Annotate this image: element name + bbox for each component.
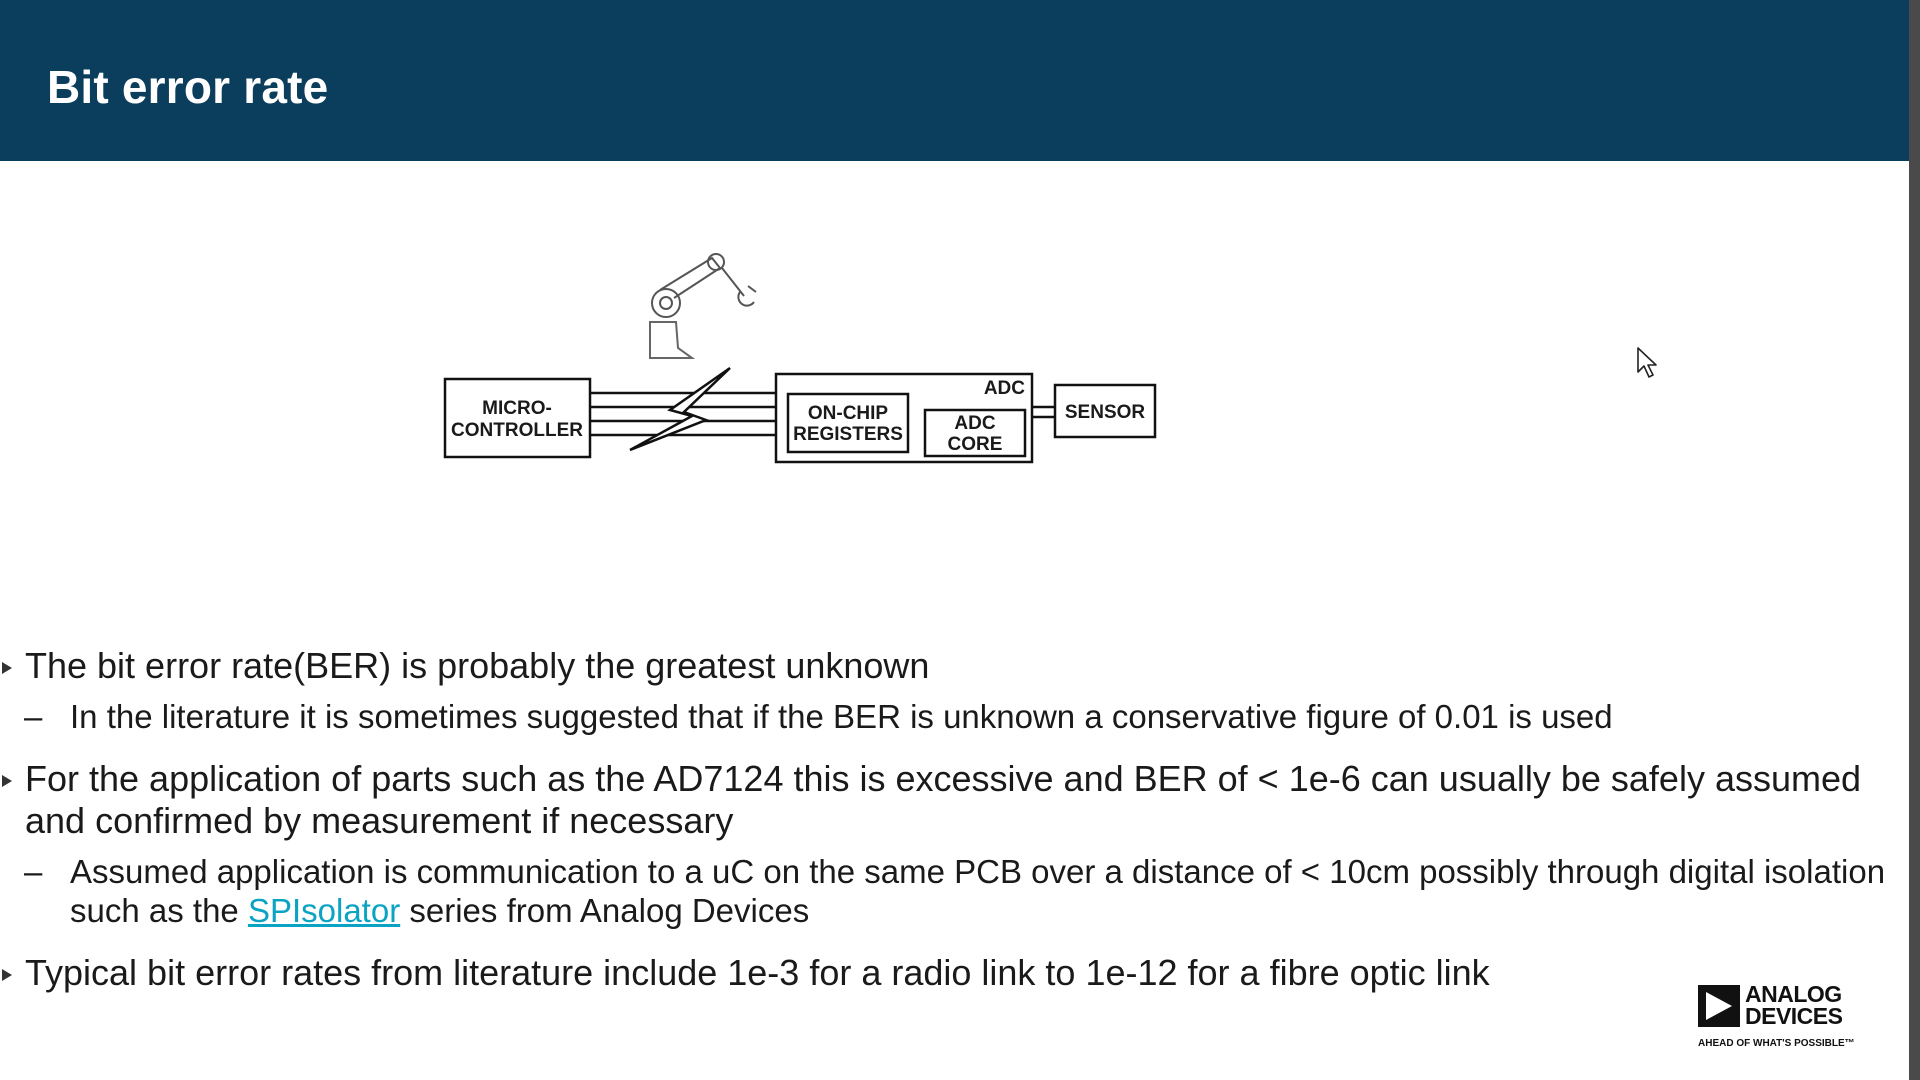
bullet-arrow-icon [2, 969, 12, 981]
mouse-pointer-icon [1637, 347, 1657, 378]
bullet-arrow-icon [2, 775, 12, 787]
bullet-3: Typical bit error rates from literature … [0, 952, 1900, 994]
logo-tagline: AHEAD OF WHAT'S POSSIBLE™ [1698, 1038, 1855, 1049]
logo-name-line-1: ANALOG [1745, 981, 1842, 1007]
bullet-2: For the application of parts such as the… [0, 758, 1900, 842]
bullet-2-text: For the application of parts such as the… [25, 758, 1862, 841]
bullet-3-text: Typical bit error rates from literature … [25, 952, 1490, 993]
microcontroller-label-1: MICRO- [482, 398, 552, 419]
bullet-1: The bit error rate(BER) is probably the … [0, 645, 1900, 687]
sensor-link [1032, 405, 1055, 419]
spisolator-link[interactable]: SPIsolator [247, 892, 401, 929]
dash-marker: – [24, 698, 43, 735]
adc-label: ADC [984, 378, 1025, 399]
bullet-arrow-icon [2, 662, 12, 674]
on-chip-label-1: ON-CHIP [808, 403, 889, 424]
bullet-1-sub-text: In the literature it is sometimes sugges… [70, 698, 1613, 735]
on-chip-registers-box [786, 392, 910, 454]
lightning-bolt-icon [629, 366, 731, 452]
system-diagram: MICRO- CONTROLLER ADC ON-CHIP REGISTERS … [443, 253, 1157, 464]
logo-name: ANALOG DEVICES [1745, 981, 1843, 1029]
analog-devices-logo: ANALOG DEVICES AHEAD OF WHAT'S POSSIBLE™ [1698, 983, 1858, 1049]
bullet-2-sub-text-before: Assumed application is communication to … [70, 853, 1886, 929]
sensor-box [1053, 383, 1157, 439]
spi-bus [590, 391, 778, 437]
adc-core-box [923, 408, 1027, 458]
bullet-list: The bit error rate(BER) is probably the … [0, 645, 1900, 994]
bullet-2-sub: – Assumed application is communication t… [0, 852, 1900, 930]
logo-name-line-2: DEVICES [1745, 1003, 1843, 1029]
robot-arm-icon [649, 253, 757, 359]
on-chip-label-2: REGISTERS [793, 424, 903, 445]
analog-devices-logo-icon [1698, 985, 1740, 1027]
adc-core-label-1: ADC [954, 413, 995, 434]
bullet-2-sub-text-after: series from Analog Devices [400, 892, 810, 929]
adc-core-label-2: CORE [948, 434, 1003, 455]
sensor-label: SENSOR [1065, 402, 1146, 423]
title-bar: Bit error rate [0, 0, 1909, 161]
window-edge [1909, 0, 1920, 1080]
dash-marker: – [24, 853, 43, 890]
bullet-1-text: The bit error rate(BER) is probably the … [25, 645, 930, 686]
slide-title: Bit error rate [47, 61, 329, 113]
microcontroller-label-2: CONTROLLER [451, 420, 583, 441]
microcontroller-box [443, 377, 592, 459]
bullet-1-sub: – In the literature it is sometimes sugg… [0, 697, 1900, 736]
